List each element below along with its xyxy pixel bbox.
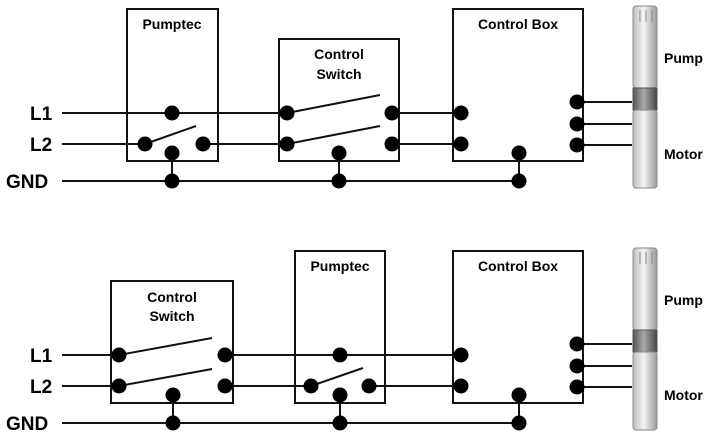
top-terminals xyxy=(137,94,585,189)
terminal xyxy=(164,145,180,161)
terminal xyxy=(164,173,180,189)
control-switch-label-2: Switch xyxy=(149,308,194,324)
switch-blade-l2 xyxy=(286,125,381,145)
terminal xyxy=(137,136,153,152)
terminal xyxy=(303,378,319,394)
bottom-terminals xyxy=(111,336,585,431)
terminal xyxy=(569,116,585,132)
pump-label: Pump xyxy=(664,50,703,66)
control-box-label: Control Box xyxy=(478,16,558,32)
motor-label: Motor xyxy=(664,146,703,162)
pumptec-label: Pumptec xyxy=(310,258,369,274)
pump-label: Pump xyxy=(664,292,703,308)
terminal xyxy=(217,347,233,363)
control-box-label: Control Box xyxy=(478,258,558,274)
terminal xyxy=(164,105,180,121)
terminal xyxy=(111,378,127,394)
terminal xyxy=(569,137,585,153)
control-switch-label-1: Control xyxy=(314,46,364,62)
terminal xyxy=(279,105,295,121)
terminal xyxy=(111,347,127,363)
terminal xyxy=(331,173,347,189)
terminal xyxy=(332,347,348,363)
terminal xyxy=(165,387,181,403)
terminal xyxy=(511,173,527,189)
terminal xyxy=(569,94,585,110)
gnd-label: GND xyxy=(6,172,48,193)
terminal xyxy=(453,347,469,363)
terminal xyxy=(332,415,348,431)
l2-label: L2 xyxy=(30,135,52,156)
switch-blade-l1 xyxy=(286,94,381,114)
pumptec-label: Pumptec xyxy=(142,16,201,32)
terminal xyxy=(511,387,527,403)
terminal xyxy=(279,136,295,152)
l2-label: L2 xyxy=(30,377,52,398)
terminal xyxy=(331,145,347,161)
pump-motor-illustration xyxy=(632,247,658,431)
pumptec-switch-blade xyxy=(144,125,197,145)
control-switch-label-2: Switch xyxy=(316,66,361,82)
bottom-wires xyxy=(62,337,632,424)
terminal xyxy=(569,379,585,395)
terminal xyxy=(217,378,233,394)
switch-blade-l2 xyxy=(118,368,213,387)
terminal xyxy=(384,105,400,121)
terminal xyxy=(195,136,211,152)
terminal xyxy=(453,378,469,394)
terminal xyxy=(453,105,469,121)
l1-label: L1 xyxy=(30,104,53,125)
terminal xyxy=(384,136,400,152)
terminal xyxy=(361,378,377,394)
gnd-label: GND xyxy=(6,414,48,435)
switch-blade-l1 xyxy=(118,337,213,356)
pump-motor-illustration xyxy=(632,5,658,189)
terminal xyxy=(332,387,348,403)
control-switch-label-1: Control xyxy=(147,289,197,305)
pumptec-switch-blade xyxy=(310,367,364,387)
terminal xyxy=(569,358,585,374)
terminal xyxy=(511,415,527,431)
terminal xyxy=(165,415,181,431)
terminal xyxy=(569,336,585,352)
terminal xyxy=(453,136,469,152)
l1-label: L1 xyxy=(30,346,53,367)
motor-label: Motor xyxy=(664,387,703,403)
top-diagram: L1 L2 GND Pumptec Control Switch Control… xyxy=(6,5,703,193)
bottom-diagram: L1 L2 GND Control Switch Pumptec Control… xyxy=(6,247,703,435)
terminal xyxy=(511,145,527,161)
